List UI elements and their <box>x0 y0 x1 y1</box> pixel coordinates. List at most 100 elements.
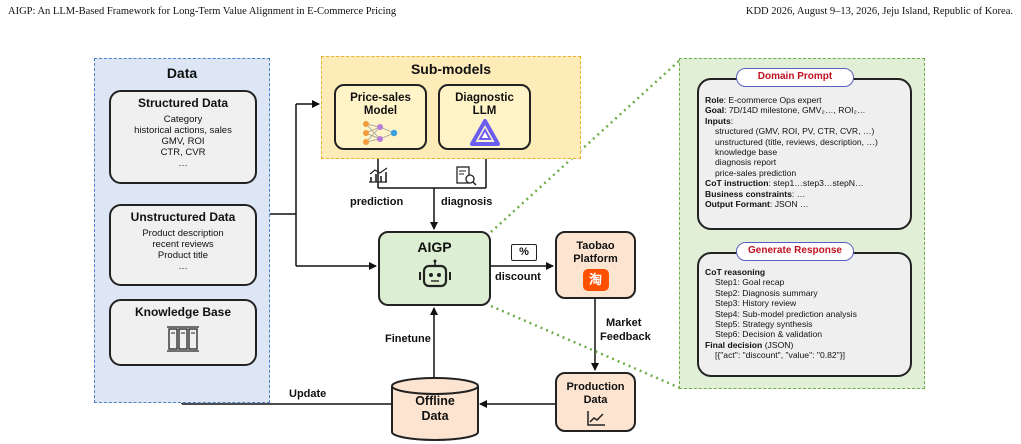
unstructured-line: … <box>178 261 188 272</box>
generate-response-line: Step1: Goal recap <box>705 277 857 287</box>
discount-ticket-icon: % <box>511 244 537 261</box>
generate-response-line-text: Step4: Sub-model prediction analysis <box>715 308 857 319</box>
line-chart-icon <box>586 411 605 426</box>
price-sales-model-card: Price-sales Model <box>334 84 427 150</box>
domain-prompt-line: Goal: 7D/14D milestone, GMV₂…, ROI₂… <box>705 105 878 115</box>
taobao-line2: Platform <box>573 253 618 265</box>
domain-prompt-line-key: Role <box>705 95 724 105</box>
price-sales-line2: Model <box>363 105 398 117</box>
diagnostic-line2: LLM <box>472 105 497 117</box>
generate-response-line-key: Final decision <box>705 339 763 350</box>
domain-prompt-line: Business constraints: … <box>705 189 878 199</box>
domain-prompt-line-key: Inputs <box>705 115 731 126</box>
production-data-node: Production Data <box>555 372 636 432</box>
taobao-platform-node: Taobao Platform 淘 <box>555 231 636 299</box>
taobao-logo-icon: 淘 <box>582 269 609 291</box>
structured-line: CTR, CVR <box>160 147 206 158</box>
finetune-label: Finetune <box>385 333 431 345</box>
unstructured-line: Product description <box>142 228 224 239</box>
unstructured-data-card: Unstructured Data Product description re… <box>109 204 257 286</box>
domain-prompt-line-text: price-sales prediction <box>715 167 797 178</box>
discount-label: discount <box>495 271 541 283</box>
domain-prompt-line-text: : E-commerce Ops expert <box>723 95 822 105</box>
offline-data-label: Offline Data <box>390 394 480 424</box>
production-line2: Data <box>583 394 608 406</box>
domain-prompt-line-key: Business constraints <box>705 188 792 199</box>
knowledge-base-title: Knowledge Base <box>134 305 232 319</box>
generate-response-line: Step5: Strategy synthesis <box>705 319 857 329</box>
domain-prompt-line: Inputs: <box>705 116 878 126</box>
generate-response-line-key: CoT reasoning <box>705 267 766 277</box>
domain-prompt-line-text: : … <box>791 188 806 199</box>
conference-info: KDD 2026, August 9–13, 2026, Jeju Island… <box>745 6 1013 17</box>
domain-prompt-line-text: : step1…step3…stepN… <box>768 178 864 189</box>
diagnostic-llm-card: Diagnostic LLM <box>438 84 531 150</box>
neural-network-icon <box>362 121 397 145</box>
structured-line: GMV, ROI <box>161 136 205 147</box>
document-search-icon <box>456 166 477 186</box>
generate-response-line-text: Step5: Strategy synthesis <box>715 319 813 330</box>
offline-line2: Data <box>421 409 449 423</box>
trend-chart-icon <box>369 167 388 183</box>
generate-response-line: Step6: Decision & validation <box>705 329 857 339</box>
generate-response-line: Final decision (JSON) <box>705 340 857 350</box>
domain-prompt-line-text: : 7D/14D milestone, GMV₂…, ROI₂… <box>724 105 866 116</box>
domain-prompt-card <box>697 78 912 230</box>
domain-prompt-line-key: CoT instruction <box>705 178 769 189</box>
update-label: Update <box>289 388 327 400</box>
production-line1: Production <box>566 381 625 393</box>
domain-prompt-line: knowledge base <box>705 147 878 157</box>
knowledge-base-card: Knowledge Base <box>109 299 257 366</box>
domain-prompt-line-text: unstructured (title, reviews, descriptio… <box>715 136 878 147</box>
structured-data-card: Structured Data Category historical acti… <box>109 90 257 184</box>
domain-prompt-line: Output Formant: JSON … <box>705 199 878 209</box>
generate-response-line-text: Step1: Goal recap <box>715 277 785 288</box>
domain-prompt-line: CoT instruction: step1…step3…stepN… <box>705 178 878 188</box>
structured-line: … <box>178 158 188 169</box>
books-icon <box>167 326 199 352</box>
generate-response-line-text: [{"act": "discount", "value": "0.82"}] <box>715 350 845 361</box>
generate-response-line-text: Step2: Diagnosis summary <box>715 287 818 298</box>
aigp-node: AIGP <box>378 231 491 306</box>
domain-prompt-line: Role: E-commerce Ops expert <box>705 95 878 105</box>
data-panel-title: Data <box>166 65 198 81</box>
generate-response-line: Step4: Sub-model prediction analysis <box>705 309 857 319</box>
generate-response-title: Generate Response <box>736 242 854 261</box>
market-feedback-line1: Market <box>606 317 642 329</box>
prediction-label: prediction <box>350 196 404 208</box>
structured-data-title: Structured Data <box>137 96 229 110</box>
domain-prompt-line-text: : JSON … <box>769 199 809 210</box>
domain-prompt-line: diagnosis report <box>705 157 878 167</box>
domain-prompt-line-text: knowledge base <box>715 147 778 158</box>
unstructured-data-title: Unstructured Data <box>130 210 236 224</box>
structured-line: Category <box>163 114 203 125</box>
taobao-line1: Taobao <box>576 240 615 252</box>
qwen-logo-icon <box>469 119 500 146</box>
unstructured-line: recent reviews <box>152 239 214 250</box>
diagnosis-label: diagnosis <box>441 196 493 208</box>
structured-line: historical actions, sales <box>134 125 232 136</box>
zoom-line-top <box>490 59 681 233</box>
submodels-title: Sub-models <box>410 61 492 77</box>
generate-response-line: [{"act": "discount", "value": "0.82"}] <box>705 350 857 360</box>
database-cylinder-icon <box>391 377 479 441</box>
domain-prompt-line-text: : <box>730 115 734 126</box>
domain-prompt-line-key: Output Formant <box>705 199 770 210</box>
generate-response-line-text: (JSON) <box>762 339 794 350</box>
offline-line1: Offline <box>415 394 455 408</box>
domain-prompt-line-key: Goal <box>705 105 725 116</box>
zoom-line-bottom <box>490 304 681 390</box>
aigp-label: AIGP <box>417 239 452 255</box>
discount-ticket-symbol: % <box>519 246 529 258</box>
domain-prompt-title: Domain Prompt <box>736 68 854 87</box>
robot-icon <box>418 259 451 288</box>
domain-prompt-line: unstructured (title, reviews, descriptio… <box>705 137 878 147</box>
domain-prompt-line: structured (GMV, ROI, PV, CTR, CVR, …) <box>705 126 878 136</box>
price-sales-line1: Price-sales <box>350 92 411 104</box>
generate-response-line: Step2: Diagnosis summary <box>705 288 857 298</box>
paper-running-title: AIGP: An LLM-Based Framework for Long-Te… <box>8 6 397 17</box>
market-feedback-line2: Feedback <box>600 331 651 343</box>
domain-prompt-line-text: diagnosis report <box>715 157 777 168</box>
